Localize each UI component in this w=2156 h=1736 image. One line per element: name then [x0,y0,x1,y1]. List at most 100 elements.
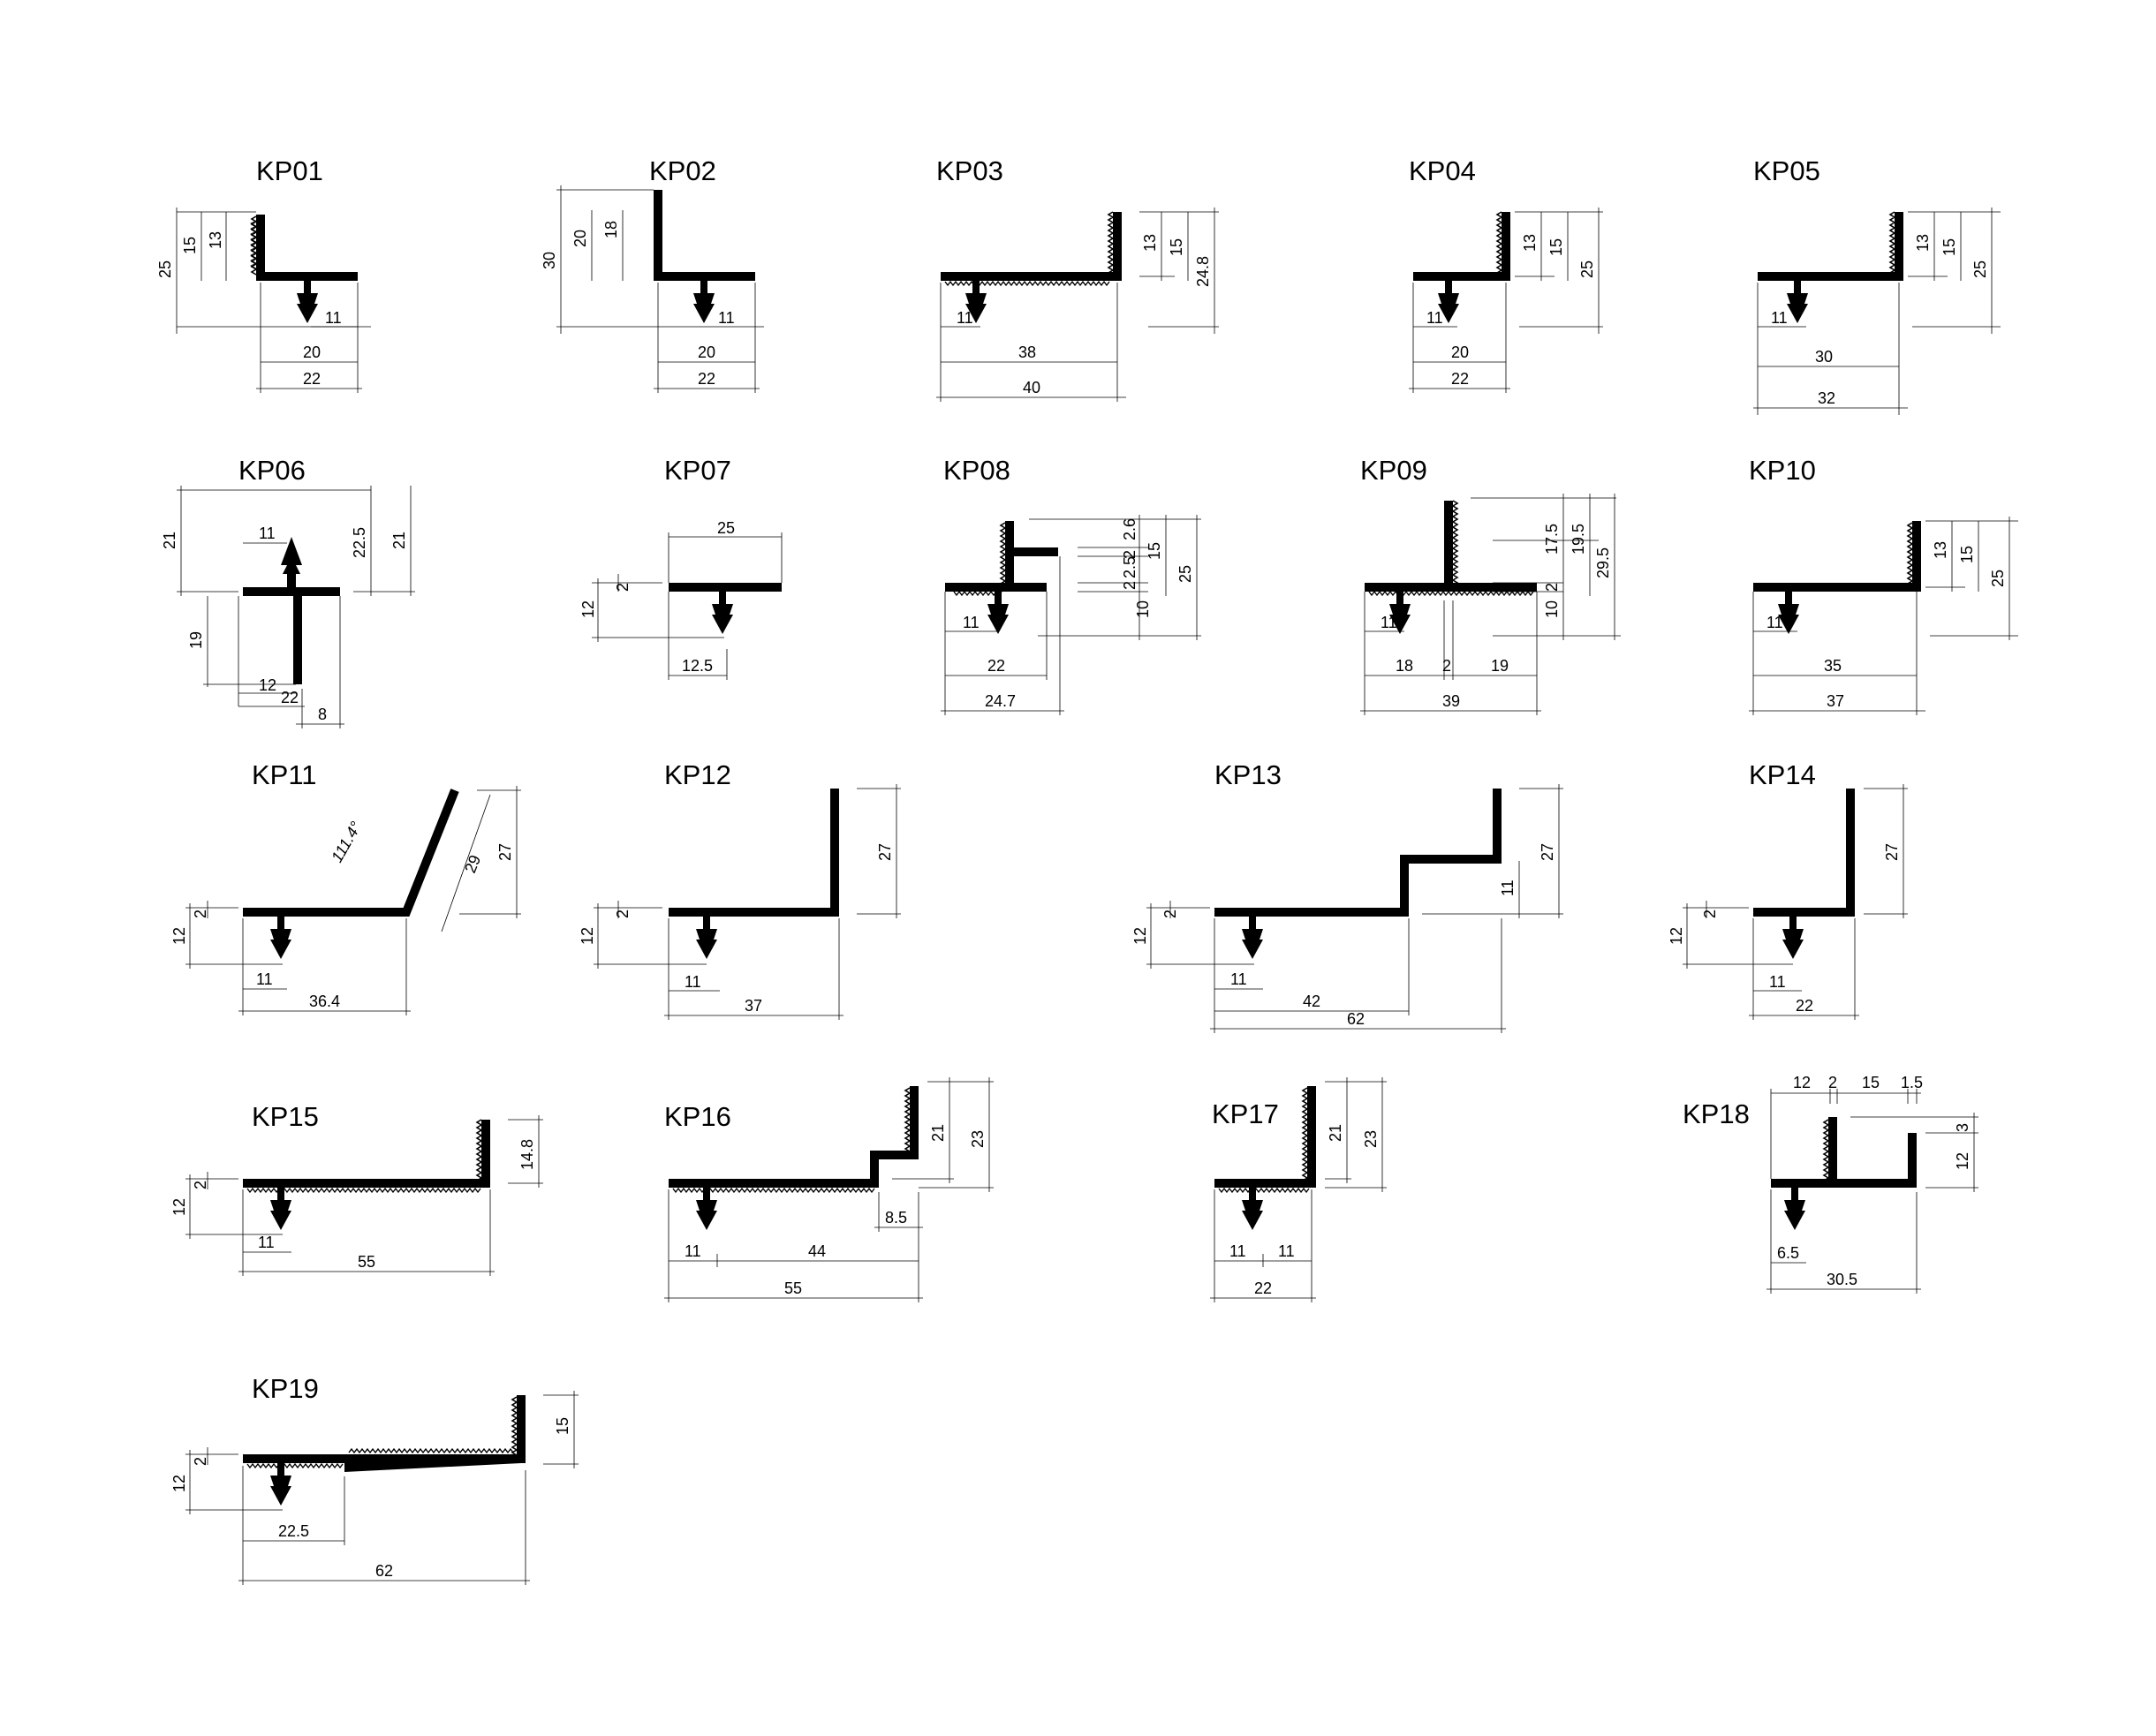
profile-title: KP06 [238,455,306,486]
dim-label: 12 [579,600,597,618]
profile-kp08: KP08 2.6 2 2.5 2 15 25 10 11 22 24.7 [941,455,1201,715]
dim-label: 11 [685,973,701,991]
dim-label: 20 [303,343,321,361]
profile-kp03: KP03 13 15 24.8 11 38 40 [936,155,1219,402]
profile-title: KP17 [1212,1098,1279,1129]
profile-title: KP01 [256,155,323,186]
serration [1495,211,1503,276]
dim-label: 30 [541,252,558,269]
profile-title: KP12 [664,759,731,790]
profile-kp11: KP11 111.4° 29 27 12 2 11 36.4 [170,759,521,1015]
dim-label: 11 [1771,309,1788,327]
dim-label: 11 [1499,879,1517,896]
dim-label: 2 [614,583,632,592]
dim-label: 22 [303,370,321,388]
dim-label: 24.7 [985,692,1016,710]
dim-label: 20 [571,230,589,247]
dim-label: 27 [876,843,894,861]
dim-label: 111.4° [328,819,365,865]
dim-label: 29.5 [1594,547,1612,578]
serration [1888,211,1896,276]
serration [250,215,258,275]
profile-title: KP19 [252,1373,319,1404]
profile-kp05: KP05 13 15 25 11 30 32 [1753,155,2001,415]
dim-label: 2 [1543,583,1561,592]
dim-label: 8 [318,706,327,723]
profile-kp02: KP02 30 20 18 11 20 22 [541,155,764,393]
dim-label: 13 [1521,234,1539,252]
profile-kp07: KP07 25 12 2 12.5 [579,455,783,680]
serration [1451,500,1459,586]
dim-label: 62 [375,1562,393,1580]
serration [348,1447,514,1454]
dim-label: 12.5 [682,657,713,675]
dim-label: 13 [1932,541,1949,559]
dim-label: 14.8 [518,1139,536,1170]
profile-kp13: KP13 27 11 12 2 11 42 62 [1131,759,1563,1033]
dim-label: 13 [1914,234,1932,252]
dim-label: 19 [1491,657,1509,675]
profile-title: KP04 [1409,155,1476,186]
dim-label: 29 [461,852,484,875]
profile-title: KP02 [649,155,716,186]
dim-label: 12 [170,1198,188,1216]
dim-label: 11 [963,614,980,631]
dim-label: 20 [1451,343,1469,361]
serration [246,1462,344,1469]
dim-label: 12 [259,676,276,694]
dim-label: 12 [1668,927,1685,945]
dim-label: 19.5 [1570,524,1587,555]
dim-label: 21 [161,532,178,549]
dim-label: 12 [1954,1152,1971,1170]
serration [944,280,1110,287]
dim-label: 11 [258,1234,275,1251]
dim-label: 2 [1121,550,1139,559]
profile-kp14: KP14 27 12 2 11 22 [1668,759,1908,1020]
dim-label: 2 [192,1457,209,1466]
dim-label: 1.5 [1901,1074,1923,1091]
profile-title: KP03 [936,155,1003,186]
profile-kp16: KP16 21 23 8.5 11 44 55 [664,1077,994,1302]
serration [1906,522,1914,587]
dim-label: 11 [685,1242,701,1260]
dim-label: 21 [390,532,408,549]
dim-label: 2 [1121,581,1139,590]
profile-kp15: KP15 14.8 12 2 11 55 [170,1101,543,1276]
dim-label: 2 [192,1181,209,1189]
dim-label: 11 [1230,970,1247,988]
dim-label: 11 [256,970,273,988]
profile-kp17: KP17 21 23 11 11 22 [1210,1077,1387,1302]
serration [1218,1187,1310,1194]
dim-label: 11 [1769,973,1786,991]
profile-kp18: KP18 12 2 15 1.5 3 12 6.5 30.5 [1683,1074,1978,1294]
dim-label: 2 [1161,910,1179,918]
dim-label: 8.5 [885,1209,907,1227]
serration [511,1396,518,1456]
dim-label: 27 [1539,843,1556,861]
dim-label: 11 [259,525,276,542]
dim-label: 62 [1347,1010,1365,1028]
dim-label: 23 [1362,1130,1380,1148]
dim-label: 25 [156,260,174,278]
profile-title: KP08 [943,455,1010,486]
profile-title: KP18 [1683,1098,1750,1129]
dim-label: 10 [1543,600,1561,618]
dim-label: 39 [1442,692,1460,710]
serrations [246,211,1914,1469]
dim-label: 38 [1018,343,1036,361]
dim-label: 22 [1451,370,1469,388]
dim-label: 19 [187,631,205,649]
dim-label: 23 [969,1130,987,1148]
dim-label: 18 [602,221,620,238]
dim-label: 12 [1131,927,1149,945]
dim-label: 35 [1824,657,1842,675]
dim-label: 22 [1254,1279,1272,1297]
profile-title: KP14 [1749,759,1816,790]
dim-label: 11 [1278,1242,1295,1260]
dim-label: 11 [1766,614,1783,631]
dim-label: 11 [325,309,342,327]
dim-label: 15 [1958,546,1976,563]
serration [953,590,1002,597]
dim-label: 13 [207,231,224,249]
dim-label: 25 [1989,570,2007,587]
